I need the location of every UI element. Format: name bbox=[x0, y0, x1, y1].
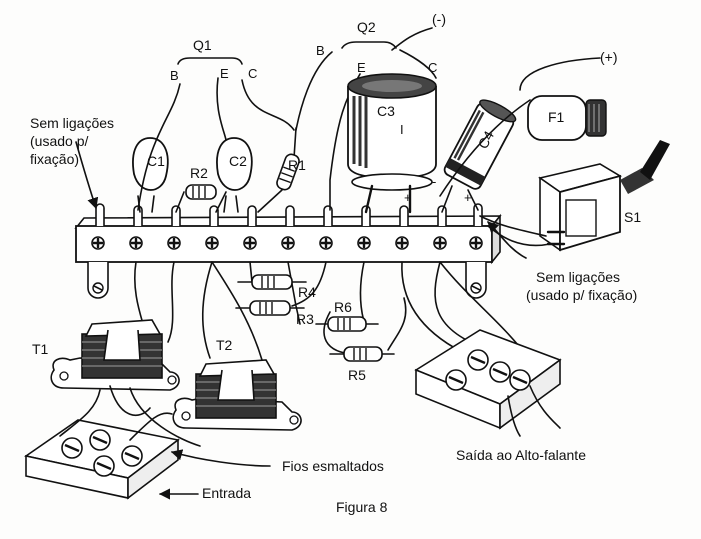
figure-caption: Figura 8 bbox=[336, 499, 388, 515]
terminal-post-9 bbox=[394, 235, 410, 251]
label-t2: T2 bbox=[216, 337, 233, 353]
terminal-post-7 bbox=[318, 235, 334, 251]
label-r6: R6 bbox=[334, 299, 352, 315]
input-screw-2 bbox=[88, 428, 112, 452]
label-r3: R3 bbox=[296, 311, 314, 327]
output-terminal-block bbox=[414, 329, 562, 437]
arrows bbox=[75, 141, 527, 500]
capacitor-c3 bbox=[347, 73, 437, 214]
pin-labels: B E C B E C bbox=[170, 43, 437, 83]
terminal-post-11 bbox=[468, 235, 484, 251]
left-annotation-line-3: fixação) bbox=[30, 151, 79, 167]
annotations: Sem ligações (usado p/ fixação) Sem liga… bbox=[30, 115, 637, 515]
capacitor-c1 bbox=[132, 137, 169, 213]
q1-bracket bbox=[177, 57, 243, 65]
c4-minus-label: - bbox=[432, 174, 436, 189]
right-annotation-line-2: (usado p/ fixação) bbox=[526, 287, 637, 303]
resistor-r4 bbox=[237, 274, 307, 290]
terminal-strip bbox=[74, 203, 502, 299]
switch-s1 bbox=[479, 140, 670, 252]
q2-bracket bbox=[341, 41, 397, 49]
q1-leads bbox=[137, 77, 295, 211]
polarity-labels: (-) (+) + I - + bbox=[400, 11, 618, 205]
label-c3: C3 bbox=[377, 103, 395, 119]
input-screw-4 bbox=[120, 444, 144, 468]
label-r4: R4 bbox=[298, 284, 316, 300]
transformer-t1 bbox=[50, 319, 201, 447]
capacitor-c2 bbox=[216, 137, 253, 213]
left-annotation-line-1: Sem ligações bbox=[30, 115, 114, 131]
label-c1: C1 bbox=[147, 153, 165, 169]
label-c4: C4 bbox=[475, 128, 498, 152]
left-annotation-line-2: (usado p/ bbox=[30, 133, 88, 149]
label-r1: R1 bbox=[288, 157, 306, 173]
c3-plus-label: + bbox=[404, 190, 412, 205]
label-t1: T1 bbox=[32, 341, 49, 357]
input-terminal-block bbox=[24, 389, 180, 500]
terminal-post-4 bbox=[204, 235, 220, 251]
input-screw-3 bbox=[92, 454, 116, 478]
c4-plus-label: + bbox=[464, 190, 472, 205]
resistor-r3 bbox=[235, 300, 305, 316]
enameled-wires-label: Fios esmaltados bbox=[282, 458, 384, 474]
right-annotation-line-1: Sem ligações bbox=[536, 269, 620, 285]
plus-supply-label: (+) bbox=[600, 49, 618, 65]
output-screw-4 bbox=[508, 368, 532, 392]
pin-q1-b: B bbox=[170, 68, 179, 83]
component-labels: Q1 Q2 C1 C2 C3 C4 R2 R1 R4 R3 R6 R5 F1 S… bbox=[32, 19, 641, 383]
resistor-r2 bbox=[175, 184, 227, 213]
label-s1: S1 bbox=[624, 209, 641, 225]
speaker-output-label: Saída ao Alto-falante bbox=[456, 447, 586, 463]
pin-q1-c: C bbox=[248, 66, 257, 81]
fuse-holder-f1 bbox=[439, 57, 607, 197]
label-f1: F1 bbox=[548, 109, 565, 125]
label-q2: Q2 bbox=[357, 19, 376, 35]
pin-q1-e: E bbox=[220, 66, 229, 81]
label-q1: Q1 bbox=[193, 37, 212, 53]
label-r5: R5 bbox=[348, 367, 366, 383]
transformer-t2 bbox=[172, 359, 302, 431]
minus-supply-lead bbox=[391, 27, 433, 51]
pin-q2-c: C bbox=[428, 60, 437, 75]
terminal-post-10 bbox=[432, 235, 448, 251]
terminal-post-1 bbox=[90, 235, 106, 251]
input-screw-1 bbox=[60, 436, 84, 460]
c3-mark-label: I bbox=[400, 122, 404, 137]
terminal-post-5 bbox=[242, 235, 258, 251]
label-r2: R2 bbox=[190, 165, 208, 181]
terminal-post-3 bbox=[166, 235, 182, 251]
resistor-r5 bbox=[329, 346, 395, 362]
terminal-post-8 bbox=[356, 235, 372, 251]
output-screw-3 bbox=[488, 360, 512, 384]
output-screw-1 bbox=[444, 368, 468, 392]
pin-q2-e: E bbox=[357, 60, 366, 75]
pin-q2-b: B bbox=[316, 43, 325, 58]
output-screw-2 bbox=[466, 348, 490, 372]
resistor-r1 bbox=[257, 127, 300, 213]
terminal-post-2 bbox=[128, 235, 144, 251]
label-c2: C2 bbox=[229, 153, 247, 169]
capacitor-c4 bbox=[441, 99, 517, 213]
resistor-r6 bbox=[315, 316, 379, 332]
input-label: Entrada bbox=[202, 485, 251, 501]
minus-supply-label: (-) bbox=[432, 11, 446, 27]
terminal-post-6 bbox=[280, 235, 296, 251]
